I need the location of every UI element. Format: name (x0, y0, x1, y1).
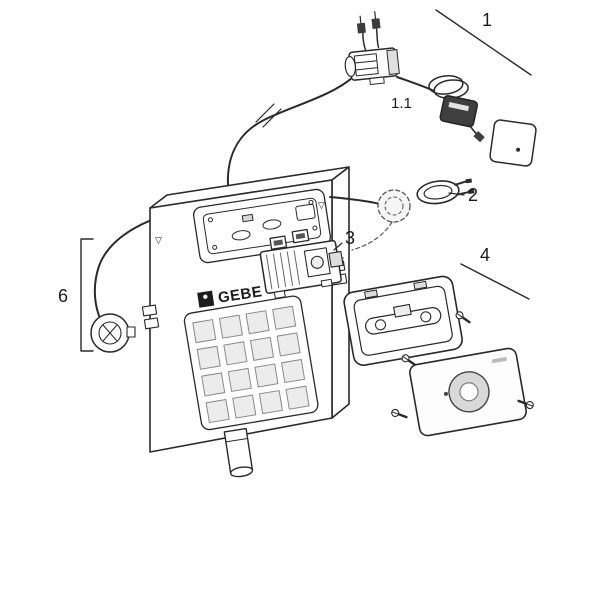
brand-logo-dot (203, 294, 208, 299)
plate-logo-mark (491, 356, 508, 364)
brand-logo: GEBE (197, 283, 264, 308)
plate-screw-right (517, 399, 534, 410)
flush-button-center (459, 382, 479, 402)
label-part-2: 2 (468, 185, 478, 205)
brand-logo-mark (197, 290, 215, 308)
adapter-label (448, 102, 470, 112)
leader-line-2 (448, 192, 465, 196)
label-part-1: 1 (482, 10, 492, 30)
adapter-body (439, 94, 479, 128)
servo-gear (310, 255, 324, 269)
panel-slot-left (231, 230, 251, 241)
hose-coil (416, 178, 475, 205)
power-unit-cap (386, 49, 400, 75)
wire-terminal-left (356, 22, 366, 34)
cable-power-unit-to-coil (396, 76, 435, 92)
wire-left (362, 32, 367, 52)
hose-end-top (454, 180, 468, 186)
panel-valve-seat (295, 203, 316, 221)
diagram-root: ▽ ▽ ▽ GEBE (58, 9, 537, 478)
grommet-tab (126, 326, 136, 338)
hose-to-disc (329, 196, 381, 205)
tank-right-face (331, 166, 350, 419)
frame-screw-bottom (401, 354, 417, 367)
servo-actuator-unit (259, 228, 344, 299)
cable-tank-to-power-unit (227, 76, 354, 198)
flush-sensor-dot (443, 391, 448, 396)
wire-terminal-right (371, 18, 381, 29)
cable-break-mark-2 (262, 108, 282, 128)
frame-screw-right (455, 311, 471, 324)
tank-inspection-panel (192, 188, 332, 264)
frame-latch (393, 303, 412, 318)
plate-screw-left (391, 408, 408, 419)
label-part-4: 4 (480, 245, 490, 265)
hose-nipple-bottom (468, 189, 475, 195)
panel-clip (241, 213, 254, 223)
adapter-cord-coil (428, 75, 464, 95)
brand-text: GEBE (217, 283, 264, 307)
wall-grommet (90, 313, 136, 353)
panel-grid (192, 305, 310, 424)
flush-actuator-plate (409, 347, 527, 437)
bracket-6 (80, 238, 94, 352)
triangle-mark: ▽ (318, 200, 325, 210)
triangle-mark: ▽ (155, 235, 162, 245)
adapter-plug (473, 131, 485, 143)
label-part-3: 3 (345, 228, 355, 248)
tank-protection-panel (183, 295, 319, 431)
wire-right (375, 27, 380, 49)
leader-line-3 (333, 242, 343, 251)
panel-slot-right (262, 219, 282, 230)
hose-nipple-top (465, 178, 472, 184)
mounting-frame (343, 275, 463, 367)
power-unit-spindle (344, 55, 357, 78)
tank-outlet-pipe (223, 427, 254, 478)
mains-adapter (428, 75, 485, 143)
power-supply-unit (344, 11, 400, 86)
label-part-6: 6 (58, 286, 68, 306)
hidden-duct (351, 221, 393, 251)
servo-connector (328, 250, 344, 268)
leader-line-4 (460, 263, 530, 300)
square-cover-plate (489, 119, 537, 167)
leader-line-1 (435, 9, 532, 76)
label-part-1-1: 1.1 (391, 95, 412, 112)
hidden-connector-disc (329, 189, 411, 251)
cable-break-mark-1 (255, 103, 275, 123)
cover-plate-dot (516, 147, 521, 152)
